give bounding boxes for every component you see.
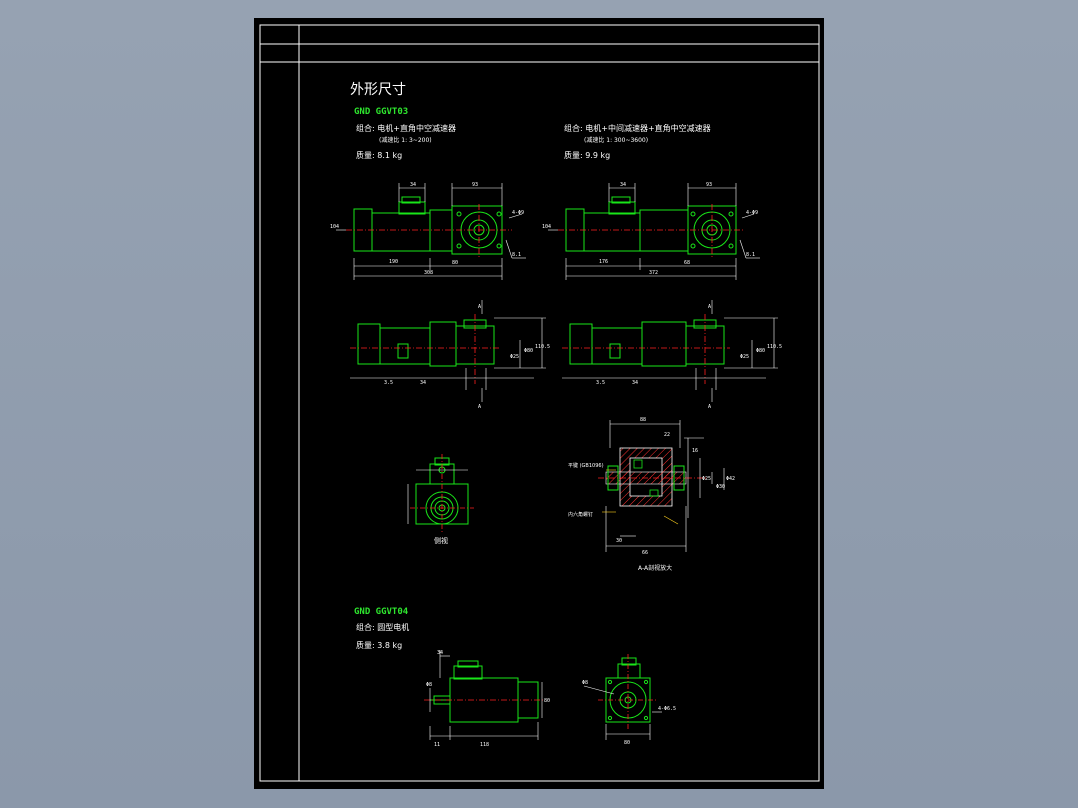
dim-bl-phi8: Φ8	[426, 682, 432, 688]
section-c-weight: 质量: 3.8 kg	[356, 640, 402, 650]
dim-tl-34: 34	[410, 182, 416, 188]
front-view-label: 侧视	[434, 536, 448, 545]
dim-br-holes: 4-Φ6.5	[658, 706, 676, 712]
section-a-ratio: (减速比 1: 3~200)	[379, 136, 432, 144]
dim-br-80: 80	[624, 740, 630, 746]
dim-mid-right-110: 110.5	[767, 344, 782, 350]
mid-right-topview: A A Φ25 Φ80 110.5 34 3.5	[562, 300, 782, 410]
section-aa-view: 88 22 16 Φ25 Φ30 Φ42 30 66 平键 (GB1096) 内…	[568, 417, 735, 572]
dim-sec-88: 88	[640, 417, 646, 423]
dim-br-phi8: Φ8	[582, 680, 588, 686]
dim-sec-phi42: Φ42	[726, 476, 735, 482]
section-b-ratio: (减速比 1: 300~3600)	[584, 136, 648, 144]
dim-tr-93: 93	[706, 182, 712, 188]
dim-tl-190: 190	[389, 259, 398, 265]
mid-left-section-mark-bottom: A	[478, 404, 481, 410]
dim-mid-left-35: 3.5	[384, 380, 393, 386]
dim-bl-80: 80	[544, 698, 550, 704]
dim-bl-11: 11	[434, 742, 440, 748]
title-frame	[259, 24, 820, 782]
dim-sec-22: 22	[664, 432, 670, 438]
dim-mid-right-35: 3.5	[596, 380, 605, 386]
dim-tl-holes: 4-Φ9	[512, 210, 524, 216]
dim-mid-left-phi25: Φ25	[510, 354, 519, 360]
drawing-canvas[interactable]: 外形尺寸 GND GGVT03 组合: 电机+直角中空减速器 (减速比 1: 3…	[254, 18, 824, 789]
mid-left-topview: A A Φ25 Φ80 110.5 34 3.5	[350, 300, 550, 410]
dim-tr-372: 372	[649, 270, 658, 276]
dim-tl-104: 104	[330, 224, 339, 230]
dim-sec-phi25: Φ25	[702, 476, 711, 482]
drawing-sheet: 外形尺寸 GND GGVT03 组合: 电机+直角中空减速器 (减速比 1: 3…	[254, 18, 824, 789]
section-bolt-note: 内六角螺钉	[568, 511, 593, 518]
dim-tl-308: 308	[424, 270, 433, 276]
section-a-model: GND GGVT03	[354, 107, 408, 117]
dim-tl-80: 80	[452, 260, 458, 266]
section-view-label: A-A剖视放大	[638, 564, 672, 572]
dim-tr-81: 8.1	[746, 252, 755, 258]
top-right-gearmotor: 176 68 372 34 93 104 8.1 4-Φ9	[542, 182, 760, 280]
dim-mid-left-34: 34	[420, 380, 426, 386]
section-a-combo: 组合: 电机+直角中空减速器	[356, 123, 456, 133]
dim-mid-left-phi80: Φ80	[524, 348, 533, 354]
dim-tr-104: 104	[542, 224, 551, 230]
dim-tr-holes: 4-Φ9	[746, 210, 758, 216]
dim-tr-34: 34	[620, 182, 626, 188]
section-b-weight: 质量: 9.9 kg	[564, 150, 610, 160]
top-left-gearmotor: 190 80 308 34 93 104 8.1 4-Φ9	[330, 182, 526, 280]
dim-sec-30: 30	[616, 538, 622, 544]
dim-bl-118: 118	[480, 742, 489, 748]
dim-bl-34: 34	[437, 650, 443, 656]
dim-sec-phi30: Φ30	[716, 484, 725, 490]
dim-tl-93: 93	[472, 182, 478, 188]
section-key-note: 平键 (GB1096)	[568, 462, 604, 469]
front-view-flange: 侧视	[407, 454, 474, 545]
dim-mid-right-phi80: Φ80	[756, 348, 765, 354]
section-c-combo: 组合: 圆型电机	[356, 622, 409, 632]
section-c-model: GND GGVT04	[354, 607, 409, 617]
bottom-right-motor-front: 80 4-Φ6.5 Φ8	[582, 654, 676, 746]
bottom-left-motor-side: Φ8 80 34 118 11	[424, 650, 550, 748]
dim-mid-right-phi25: Φ25	[740, 354, 749, 360]
mid-left-section-mark-top: A	[478, 304, 481, 310]
section-a-weight: 质量: 8.1 kg	[356, 150, 402, 160]
dim-mid-left-110: 110.5	[535, 344, 550, 350]
dim-tr-68: 68	[684, 260, 690, 266]
dim-sec-66: 66	[642, 550, 648, 556]
sheet-title: 外形尺寸	[350, 82, 406, 98]
dim-tl-81: 8.1	[512, 252, 521, 258]
section-b-combo: 组合: 电机+中间减速器+直角中空减速器	[564, 123, 711, 133]
mid-right-section-mark-top: A	[708, 304, 711, 310]
dim-mid-right-34: 34	[632, 380, 638, 386]
dim-sec-16: 16	[692, 448, 698, 454]
dim-tr-176: 176	[599, 259, 608, 265]
mid-right-section-mark-bottom: A	[708, 404, 711, 410]
